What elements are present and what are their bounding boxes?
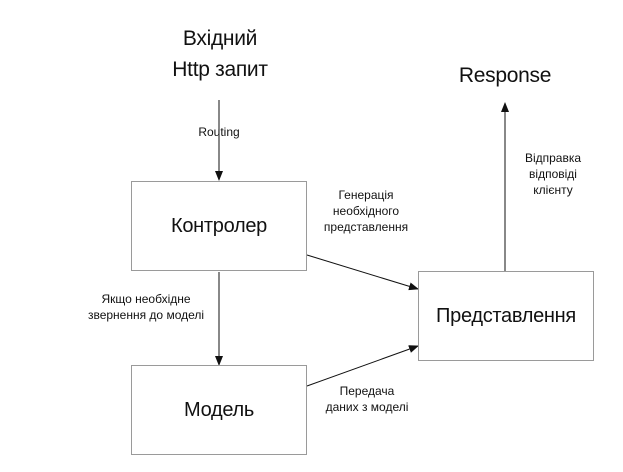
incoming-request-line2: Http запит [172,58,268,81]
view-generation-label: Генерація необхідного представлення [310,187,422,235]
model-label: Модель [184,398,254,421]
model-data-label: Передача даних з моделі [311,383,423,415]
response-label: Response [458,64,552,87]
routing-label: Routing [198,125,240,139]
model-call-line2: звернення до моделі [87,308,205,322]
model-box: Модель [131,365,307,455]
send-response-line3: клієнту [533,183,573,197]
view-box: Представлення [418,271,594,361]
view-generation-line3: представлення [323,220,409,234]
send-response-line1: Відправка [524,151,582,165]
view-generation-line2: необхідного [332,204,400,218]
arrow-model-to-view [306,345,419,387]
model-data-line2: даних з моделі [325,400,409,414]
model-data-line1: Передача [339,384,395,398]
send-response-label: Відправка відповіді клієнту [505,150,601,198]
send-response-line2: відповіді [529,167,577,181]
view-label: Представлення [436,304,576,327]
model-call-label: Якщо необхідне звернення до моделі [76,291,216,323]
controller-label: Контролер [170,214,267,237]
incoming-request-line1: Вхідний [182,27,258,50]
incoming-request-label: Вхідний Http запит [150,23,290,85]
model-call-line1: Якщо необхідне [101,292,191,306]
view-generation-line1: Генерація [338,188,394,202]
arrow-controller-to-view [306,254,419,291]
controller-box: Контролер [131,181,307,271]
